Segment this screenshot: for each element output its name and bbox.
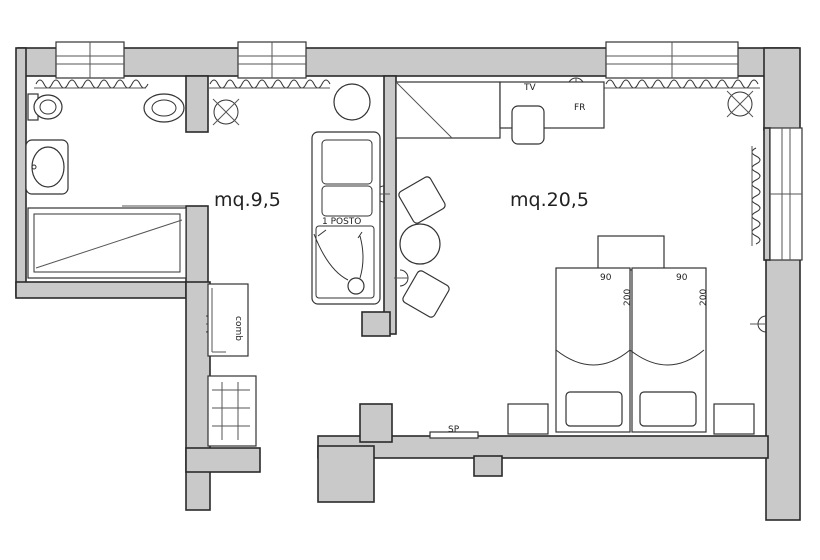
small-room [311, 83, 381, 305]
cupboard [395, 81, 501, 139]
shelf-unit [207, 375, 257, 447]
washbasin [25, 139, 69, 195]
bathtub [27, 205, 187, 279]
bed-length-label: 200 [699, 289, 709, 306]
light-fixture-icon [212, 90, 754, 126]
windows [55, 41, 803, 261]
bedside-table [507, 403, 549, 435]
bidet [143, 93, 185, 123]
fridge-label: FR [574, 103, 585, 113]
big-room [395, 81, 755, 439]
person-figure [313, 229, 365, 295]
room-area-label: mq.20,5 [510, 189, 589, 211]
safe [429, 431, 479, 439]
room-area-label: mq.9,5 [214, 189, 281, 211]
bed-width-label: 90 [600, 273, 612, 283]
wardrobe [207, 283, 249, 357]
toilet [27, 93, 63, 121]
desk [499, 81, 605, 145]
side-table [333, 83, 371, 121]
radiator-icon [34, 79, 761, 246]
bed-width-label: 90 [676, 273, 688, 283]
sofa-bed-label: 1 POSTO [322, 217, 361, 227]
tv-label: TV [523, 83, 536, 93]
safe-label: SP [448, 425, 460, 435]
round-table [399, 223, 441, 265]
bedside-table [713, 403, 755, 435]
double-bed [555, 235, 707, 433]
bed-length-label: 200 [623, 289, 633, 306]
armchair [398, 176, 446, 224]
wardrobe-label: comb [233, 316, 243, 341]
armchair [402, 270, 450, 318]
bathroom [25, 93, 187, 279]
